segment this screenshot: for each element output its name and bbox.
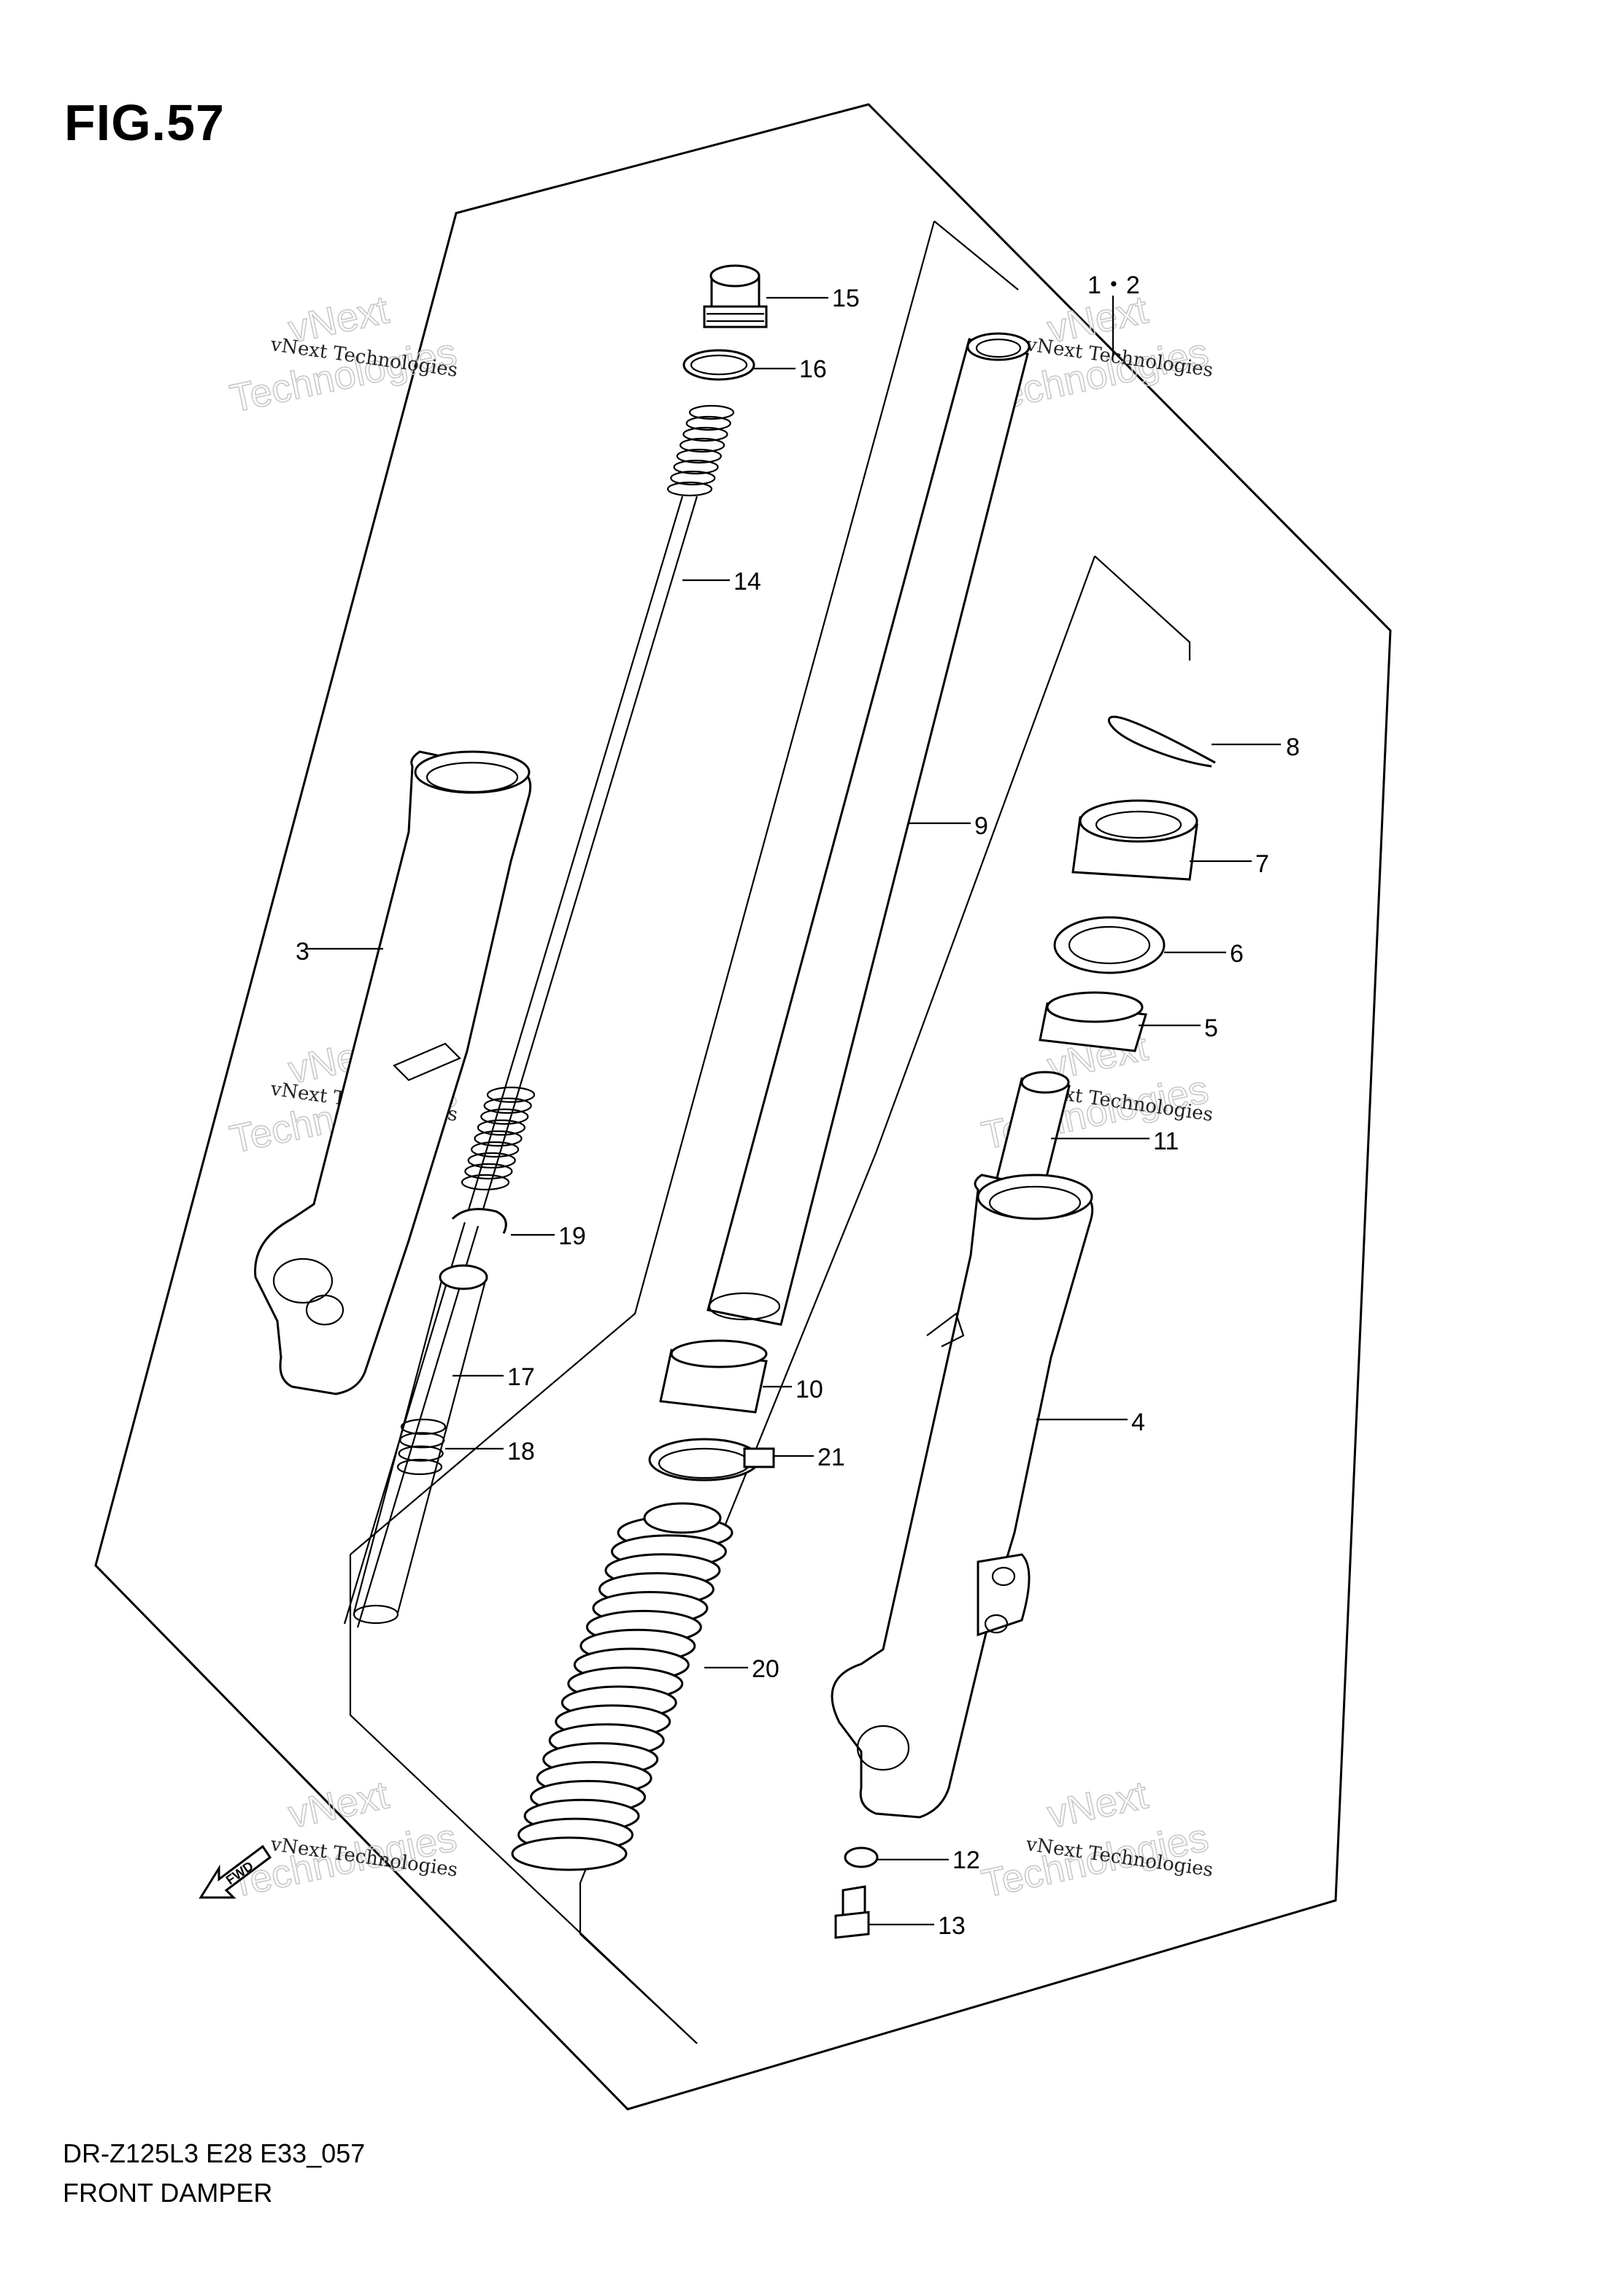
callout-9: 9 <box>974 812 988 840</box>
part-4-outer-tube-right <box>831 1174 1128 1819</box>
callout-12: 12 <box>952 1846 980 1874</box>
svg-text:vNext: vNext <box>1044 1773 1152 1836</box>
part-7-oil-seal <box>1071 799 1252 881</box>
spring-coil <box>477 1119 525 1136</box>
spring-coil <box>673 459 719 475</box>
callout-15: 15 <box>832 285 860 312</box>
callout-11: 11 <box>1153 1128 1179 1155</box>
part-5-slide-bushing <box>1039 991 1201 1052</box>
spring-coil <box>464 1163 513 1180</box>
callout-4: 4 <box>1131 1409 1145 1436</box>
spring-coil <box>480 1108 529 1125</box>
part-10-guide-bushing <box>659 1339 792 1414</box>
callout-1-2: 1・2 <box>1087 271 1140 299</box>
callout-6: 6 <box>1230 940 1244 968</box>
callout-5: 5 <box>1204 1014 1218 1042</box>
figure-code: DR-Z125L3 E28 E33_057 <box>63 2138 366 2168</box>
part-19-circlip <box>451 1208 555 1236</box>
callout-16: 16 <box>799 355 827 383</box>
callout-labels: 1・2 3 4 5 6 7 8 9 10 11 12 13 14 15 16 1… <box>296 271 1300 1940</box>
callout-10: 10 <box>796 1376 823 1403</box>
part-3-outer-tube-left <box>254 750 532 1395</box>
spring-coil <box>399 1432 445 1449</box>
spring-coil <box>682 426 728 442</box>
fwd-arrow-icon: FWD <box>199 1844 272 1899</box>
spring-coil <box>396 1458 443 1476</box>
spring-coil <box>398 1445 444 1462</box>
callout-17: 17 <box>507 1363 535 1391</box>
spring-coil <box>474 1130 523 1147</box>
spring-coil <box>400 1418 447 1436</box>
part-9-inner-tube <box>706 332 1031 1326</box>
figure-name: FRONT DAMPER <box>63 2178 273 2208</box>
spring-lower-a <box>461 1086 536 1191</box>
callout-8: 8 <box>1286 733 1300 761</box>
callout-19: 19 <box>558 1222 586 1250</box>
spring-coil <box>471 1141 520 1158</box>
callout-14: 14 <box>734 568 761 596</box>
figure-title: FIG.57 <box>64 94 225 151</box>
callout-18: 18 <box>507 1438 535 1465</box>
callout-7: 7 <box>1255 850 1269 878</box>
spring-coil <box>688 404 735 420</box>
boot-fold <box>511 1836 628 1871</box>
callout-3: 3 <box>296 938 309 966</box>
part-20-dust-boot <box>511 1502 748 1871</box>
part-18-spring <box>396 1418 504 1476</box>
spring-coil <box>666 481 713 497</box>
spring-coil <box>461 1174 510 1191</box>
part-13-damper-bolt <box>834 1885 934 1939</box>
spring-coil <box>467 1152 516 1169</box>
spring-coil <box>483 1097 532 1114</box>
callout-21: 21 <box>817 1444 845 1471</box>
spring-coil <box>676 448 722 464</box>
callout-13: 13 <box>938 1912 966 1940</box>
group-outline <box>94 103 1392 2111</box>
part-8-snap-ring <box>1107 715 1281 768</box>
spring-coil <box>486 1086 536 1103</box>
part-15-cap-bolt <box>703 264 828 328</box>
svg-text:vNext: vNext <box>285 1773 393 1836</box>
part-12-gasket <box>844 1846 949 1868</box>
callout-20: 20 <box>752 1655 779 1683</box>
spring-coil <box>670 470 716 486</box>
part-16-o-ring <box>682 349 796 381</box>
part-17-rebound-rod <box>353 1264 504 1625</box>
part-21-boot-clamp <box>648 1438 814 1482</box>
part-6-seal-washer <box>1053 916 1226 974</box>
boot-top-opening <box>643 1502 722 1534</box>
spring-coil <box>679 437 725 453</box>
spring-coil <box>685 415 731 431</box>
